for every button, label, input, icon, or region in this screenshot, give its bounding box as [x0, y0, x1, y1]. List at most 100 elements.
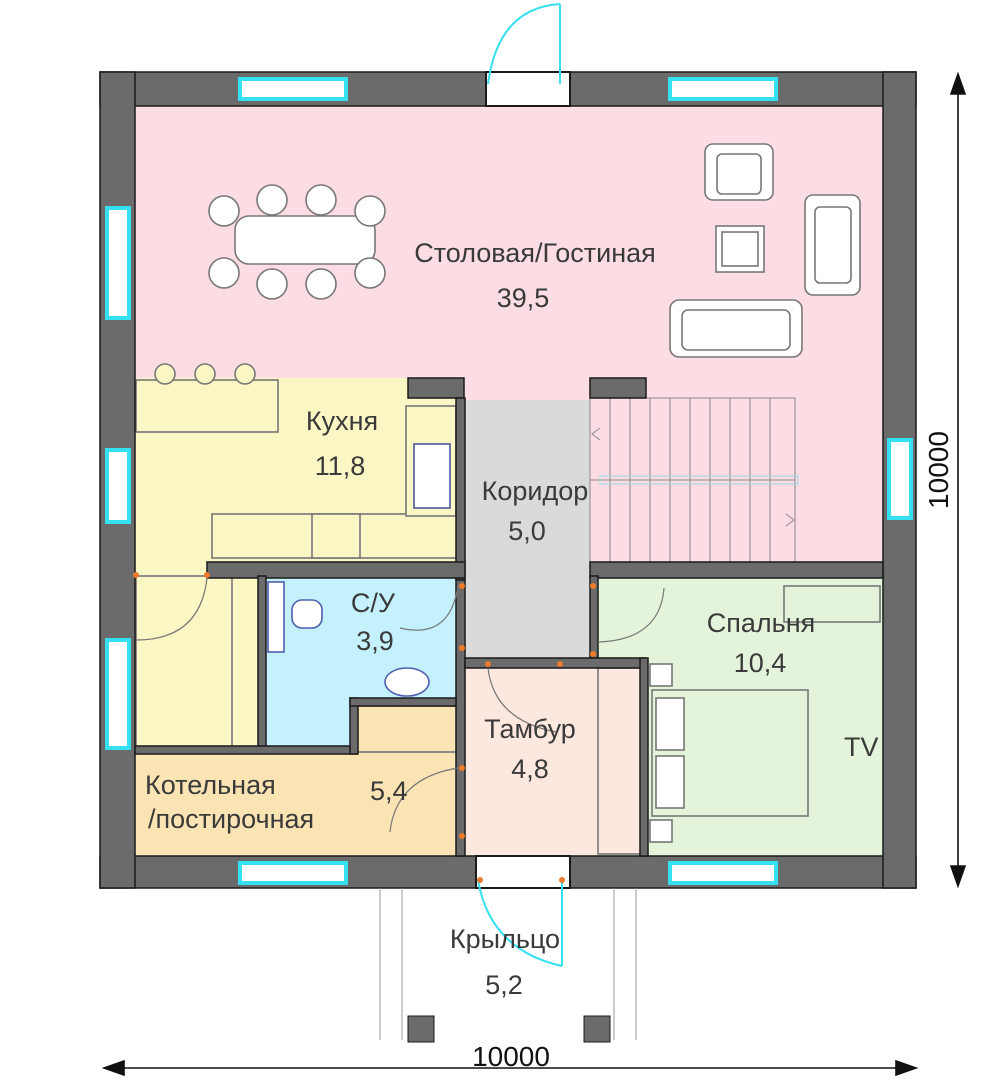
chair-icon	[354, 257, 386, 289]
door-marker	[485, 661, 491, 667]
width-dimension-label: 10000	[472, 1041, 550, 1072]
arrow-up-icon	[949, 71, 967, 95]
kitchen-name: Кухня	[306, 406, 378, 436]
porch-column	[583, 1015, 611, 1043]
bar-stool-icon	[194, 363, 216, 385]
door-marker	[459, 583, 465, 589]
vestibule-name: Тамбур	[484, 714, 576, 744]
living-room-name: Столовая/Гостиная	[414, 238, 656, 268]
window-left-middle	[105, 448, 131, 524]
door-marker	[459, 833, 465, 839]
kitchen-island	[135, 379, 279, 433]
vestibule-wardrobe	[597, 667, 643, 855]
door-marker	[590, 583, 596, 589]
bed-pillow	[655, 755, 685, 809]
bedroom-name: Спальня	[707, 608, 816, 638]
window-bottom-right	[668, 861, 778, 885]
door-swing-kitchen	[135, 577, 208, 641]
door-marker	[557, 661, 563, 667]
door-marker	[133, 572, 139, 578]
stove-icon	[311, 513, 361, 559]
bathroom-name: С/У	[351, 588, 396, 618]
coffee-table-inner	[721, 231, 759, 267]
porch-column	[407, 1015, 435, 1043]
chair-icon	[208, 257, 240, 289]
door-markers	[133, 572, 596, 883]
living-room-area: 39,5	[497, 283, 550, 313]
bed-pillow	[655, 697, 685, 751]
sink-icon	[413, 443, 451, 509]
wall-partition	[455, 397, 466, 581]
porch	[379, 888, 637, 1043]
window-left-upper	[105, 206, 131, 320]
porch-floor	[402, 888, 614, 1040]
door-swing-bedroom	[597, 587, 665, 643]
dimension-lines	[101, 71, 967, 1077]
dining-chairs	[208, 184, 386, 300]
room-labels: Столовая/Гостиная 39,5 Кухня 11,8 Коридо…	[145, 238, 879, 1000]
door-marker	[204, 572, 210, 578]
height-dimension-label: 10000	[923, 431, 954, 509]
windows	[105, 77, 913, 885]
window-bottom-left	[238, 861, 348, 885]
stair-arrow-icon	[785, 513, 795, 527]
wall-partition	[206, 561, 466, 579]
armchair-seat	[716, 153, 762, 195]
vestibule-area: 4,8	[511, 754, 549, 784]
bedroom-area: 10,4	[734, 648, 787, 678]
bed-nightstand	[649, 819, 673, 843]
door-marker	[459, 765, 465, 771]
chair-icon	[256, 184, 288, 216]
porch-name: Крыльцо	[450, 924, 560, 954]
washbasin-icon	[384, 667, 430, 697]
arrow-down-icon	[949, 865, 967, 889]
porch-area: 5,2	[485, 970, 523, 1000]
staircase	[589, 397, 799, 564]
stair-arrow-icon	[591, 427, 601, 441]
boiler-room-floor	[135, 753, 460, 856]
bed-nightstand	[649, 663, 673, 687]
boiler-room-closet	[135, 575, 233, 749]
window-top-left	[238, 77, 348, 101]
wall-partition	[589, 561, 884, 579]
arrow-left-icon	[101, 1059, 125, 1077]
door-swing-vestibule	[487, 667, 557, 733]
wall-partition	[589, 377, 647, 399]
window-left-lower	[105, 638, 131, 750]
bedroom-wardrobe	[783, 585, 881, 623]
door-swing-bottom	[477, 879, 563, 967]
main-sofa-seat	[681, 309, 791, 351]
stair-handrail	[599, 475, 799, 485]
dining-table	[234, 215, 376, 265]
corridor-name: Коридор	[482, 476, 589, 506]
door-marker	[590, 651, 596, 657]
boiler-room-area: 5,4	[370, 776, 408, 806]
chair-icon	[305, 184, 337, 216]
entrance-door-top	[485, 71, 571, 107]
wall-partition	[464, 657, 646, 669]
window-right	[887, 438, 913, 520]
chair-icon	[208, 195, 240, 227]
door-swing-top	[487, 3, 561, 85]
door-swing-boiler	[389, 767, 459, 833]
dimension-labels: 10000 10000	[472, 431, 954, 1072]
door-marker	[559, 877, 565, 883]
door-marker	[477, 877, 483, 883]
stair-area-floor	[590, 398, 883, 564]
boiler-cabinet	[355, 705, 461, 753]
toilet-icon	[291, 599, 323, 629]
window-top-right	[668, 77, 778, 101]
corridor-area: 5,0	[508, 516, 546, 546]
shower-icon	[267, 581, 285, 653]
boiler-room-name-line1: Котельная	[145, 770, 276, 800]
wall-partition	[639, 657, 649, 857]
chair-icon	[256, 268, 288, 300]
bar-stool-icon	[234, 363, 256, 385]
kitchen-area: 11,8	[315, 451, 366, 481]
entrance-door-bottom	[475, 855, 571, 889]
bathroom-area: 3,9	[356, 626, 394, 656]
door-swing-bathroom	[399, 585, 459, 631]
arrow-right-icon	[895, 1059, 919, 1077]
chair-icon	[305, 268, 337, 300]
